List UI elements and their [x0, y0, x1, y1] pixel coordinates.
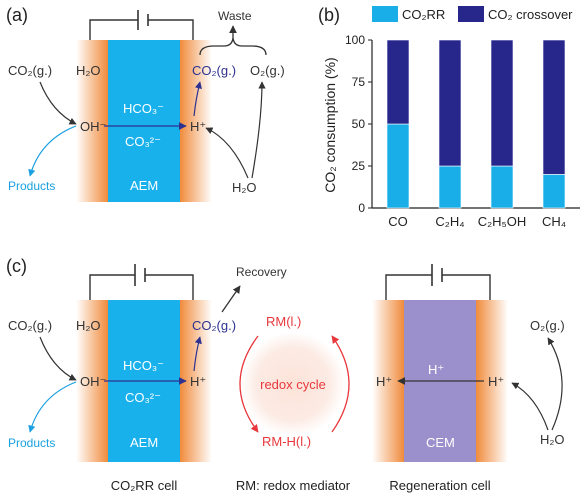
h-plus-regen-mid: H⁺: [428, 362, 444, 377]
rmh-to-rm-arrow: [331, 335, 350, 433]
circuit-wire-c-left: [89, 274, 194, 300]
co2-out-a: CO₂(g.): [192, 63, 236, 78]
o2-c: O₂(g.): [530, 318, 565, 333]
y-tick-label-25: 25: [352, 159, 366, 173]
caption-redox-mediator: RM: redox mediator: [236, 478, 351, 493]
panel-a-label: (a): [6, 5, 28, 25]
y-tick-label-0: 0: [358, 201, 365, 215]
co2-to-oh-arrow-a: [39, 81, 77, 125]
h-plus-regen-left: H⁺: [376, 374, 392, 389]
bar-0-2: [490, 165, 514, 209]
cathode-electrode-c: [76, 300, 108, 462]
waste-a: Waste: [218, 9, 252, 23]
y-tick-label-75: 75: [352, 75, 366, 89]
rm-to-rmh-arrow: [239, 335, 259, 433]
rmh-label: RM-H(l.): [262, 434, 311, 449]
circuit-wire-a: [89, 19, 194, 40]
bar-1-2: [490, 39, 514, 167]
circuit-wire-c-right: [385, 274, 491, 300]
chart-legend: CO₂RR CO₂ crossover: [372, 6, 573, 22]
panel-c: (c) CO₂(g.) H₂O OH⁻ HCO₃⁻ CO₃²⁻ AEM H⁺ C…: [6, 256, 565, 493]
cathode-electrode-a: [76, 40, 108, 202]
y-tick-label-50: 50: [352, 117, 366, 131]
products-a: Products: [8, 179, 55, 193]
oh-a: OH⁻: [80, 119, 106, 134]
co2-out-c: CO₂(g.): [192, 318, 236, 333]
h2o-to-h-arrow-c: [511, 382, 549, 431]
o2-a: O₂(g.): [250, 63, 285, 78]
legend-swatch-crossover: [458, 6, 484, 22]
recovery-arrow-c: [221, 285, 241, 313]
panel-b-label: (b): [318, 5, 340, 25]
bar-1-0: [386, 39, 410, 125]
redox-cycle-label: redox cycle: [260, 377, 326, 392]
hco3-c: HCO₃⁻: [123, 358, 164, 373]
h2o-to-h-arrow-a: [205, 127, 249, 179]
anode-electrode-a: [180, 40, 212, 202]
products-arrow-a: [28, 125, 77, 177]
bar-0-1: [438, 165, 462, 209]
h-to-co2-arrow-c: [193, 336, 202, 372]
caption-regeneration-cell: Regeneration cell: [389, 478, 490, 493]
h2o-anode-c: H₂O: [540, 432, 565, 447]
h-plus-regen-right: H⁺: [488, 374, 504, 389]
h-plus-a: H⁺: [190, 119, 206, 134]
x-tick-label-0: CO: [388, 214, 408, 229]
co3-c: CO₃²⁻: [125, 390, 161, 405]
caption-co2rr-cell: CO₂RR cell: [111, 478, 178, 493]
rm-label: RM(l.): [266, 314, 301, 329]
bar-1-1: [438, 39, 462, 167]
legend-label-crossover: CO₂ crossover: [488, 7, 573, 22]
legend-swatch-co2rr: [372, 6, 398, 22]
y-axis-label: CO₂ consumption (%): [322, 57, 338, 192]
h-plus-cathode-c: H⁺: [190, 374, 206, 389]
aem-label-a: AEM: [130, 178, 158, 193]
y-tick-label-100: 100: [345, 33, 365, 47]
bar-1-3: [542, 39, 566, 175]
aem-membrane-a: [108, 40, 180, 202]
products-c: Products: [8, 436, 55, 450]
hco3-a: HCO₃⁻: [123, 101, 164, 116]
h2o-anode-a: H₂O: [232, 180, 257, 195]
panel-a: (a) CO₂(g.) H₂O OH⁻ HCO₃⁻ CO₃²⁻ AEM H⁺ P…: [6, 5, 285, 202]
x-tick-label-1: C₂H₄: [435, 214, 464, 229]
bar-0-3: [542, 174, 566, 209]
cem-label: CEM: [426, 435, 455, 450]
h2o-to-o2-arrow-c: [547, 337, 563, 431]
co2-to-oh-arrow-c: [39, 336, 77, 381]
x-tick-label-3: CH₄: [542, 214, 566, 229]
panel-c-label: (c): [6, 256, 27, 276]
legend-label-co2rr: CO₂RR: [402, 7, 445, 22]
redox-cycle-glow: [241, 332, 345, 436]
co3-a: CO₃²⁻: [125, 134, 161, 149]
panel-b: (b) CO₂RR CO₂ crossover CO₂ consumption …: [318, 5, 580, 229]
bar-0-0: [386, 123, 410, 209]
h-to-co2-arrow-a: [193, 81, 202, 117]
co2-in-a: CO₂(g.): [8, 63, 52, 78]
h2o-to-o2-arrow-a: [251, 81, 266, 179]
recovery-c: Recovery: [236, 265, 287, 279]
x-tick-label-2: C₂H₅OH: [478, 214, 527, 229]
oh-c: OH⁻: [80, 374, 106, 389]
aem-label-c: AEM: [130, 435, 158, 450]
h2o-a: H₂O: [76, 63, 101, 78]
co2-in-c: CO₂(g.): [8, 318, 52, 333]
h2o-c: H₂O: [76, 318, 101, 333]
products-arrow-c: [28, 381, 77, 433]
